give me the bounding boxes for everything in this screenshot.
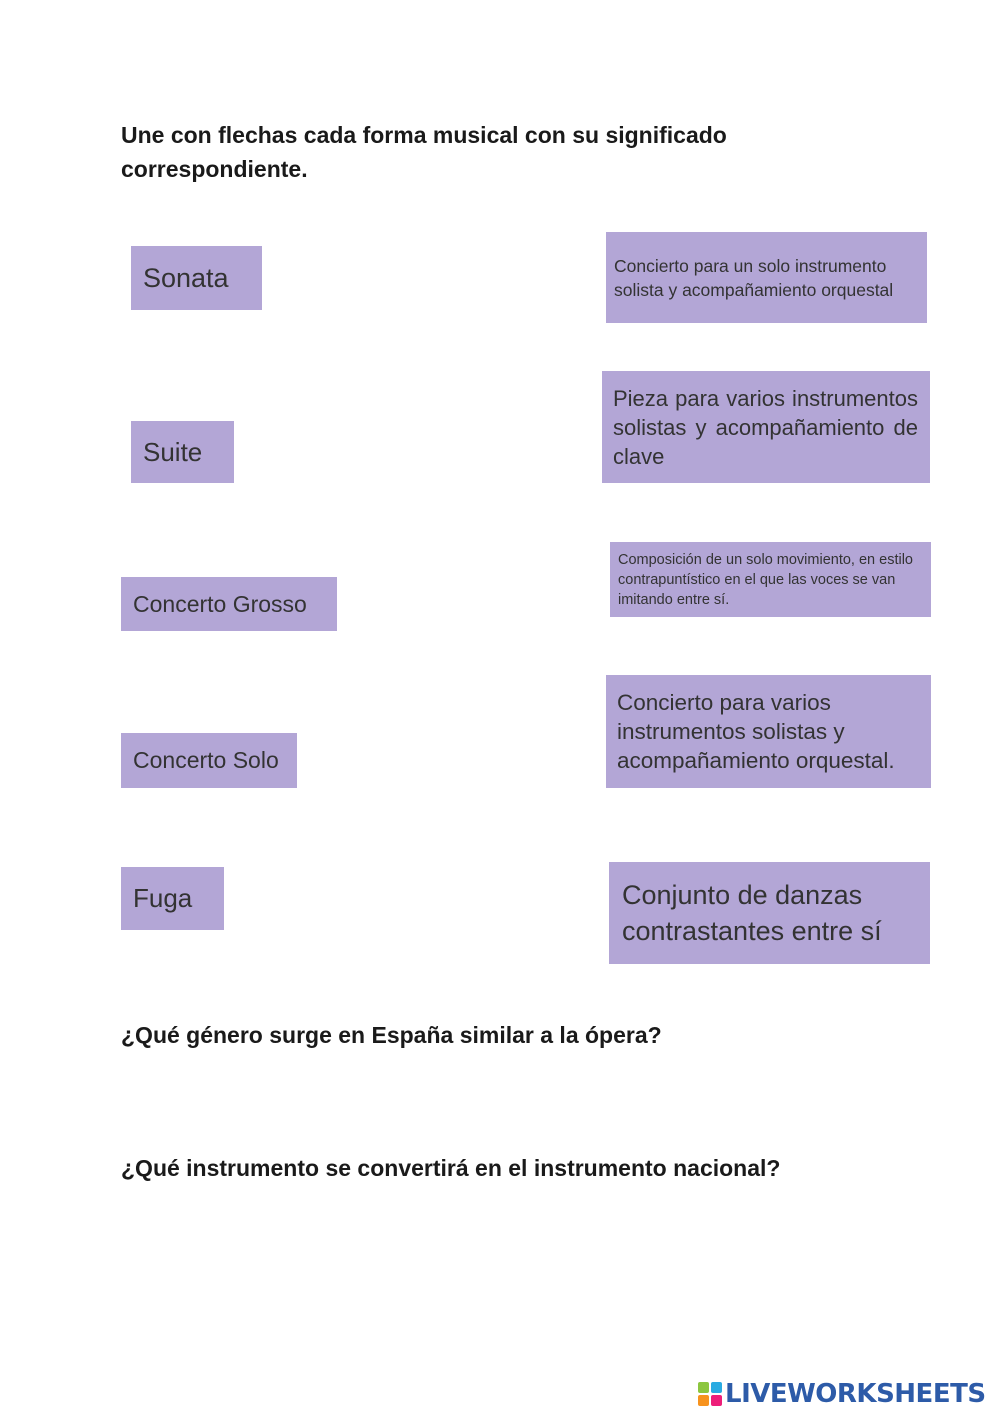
question-2: ¿Qué instrumento se convertirá en el ins… <box>121 1155 781 1181</box>
definition-box-1[interactable]: Concierto para un solo instrumento solis… <box>606 232 927 323</box>
term-label: Suite <box>143 436 203 467</box>
term-concerto-solo[interactable]: Concerto Solo <box>121 733 297 788</box>
term-sonata[interactable]: Sonata <box>131 246 262 310</box>
term-concerto-grosso[interactable]: Concerto Grosso <box>121 577 337 631</box>
liveworksheets-logo[interactable]: LIVEWORKSHEETS <box>698 1379 986 1409</box>
liveworksheets-logo-icon <box>698 1382 722 1406</box>
term-label: Concerto Grosso <box>133 590 307 617</box>
definition-text: Composición de un solo movimiento, en es… <box>618 551 913 608</box>
definition-text: Pieza para varios instrumentos solistas … <box>613 385 918 469</box>
question-1: ¿Qué género surge en España similar a la… <box>121 1022 662 1048</box>
definition-text: Concierto para varios instrumentos solis… <box>617 690 895 773</box>
term-fuga[interactable]: Fuga <box>121 867 224 930</box>
term-label: Sonata <box>143 262 229 293</box>
definition-box-3[interactable]: Composición de un solo movimiento, en es… <box>610 542 931 617</box>
definition-box-2[interactable]: Pieza para varios instrumentos solistas … <box>602 371 930 483</box>
term-suite[interactable]: Suite <box>131 421 234 483</box>
definition-text: Concierto para un solo instrumento solis… <box>614 255 894 300</box>
term-label: Fuga <box>133 883 193 913</box>
instruction-text: Une con flechas cada forma musical con s… <box>121 122 727 182</box>
definition-box-5[interactable]: Conjunto de danzas contrastantes entre s… <box>609 862 930 964</box>
term-label: Concerto Solo <box>133 747 279 773</box>
logo-text: LIVEWORKSHEETS <box>725 1379 986 1409</box>
definition-box-4[interactable]: Concierto para varios instrumentos solis… <box>606 675 931 788</box>
definition-text: Conjunto de danzas contrastantes entre s… <box>622 880 882 946</box>
